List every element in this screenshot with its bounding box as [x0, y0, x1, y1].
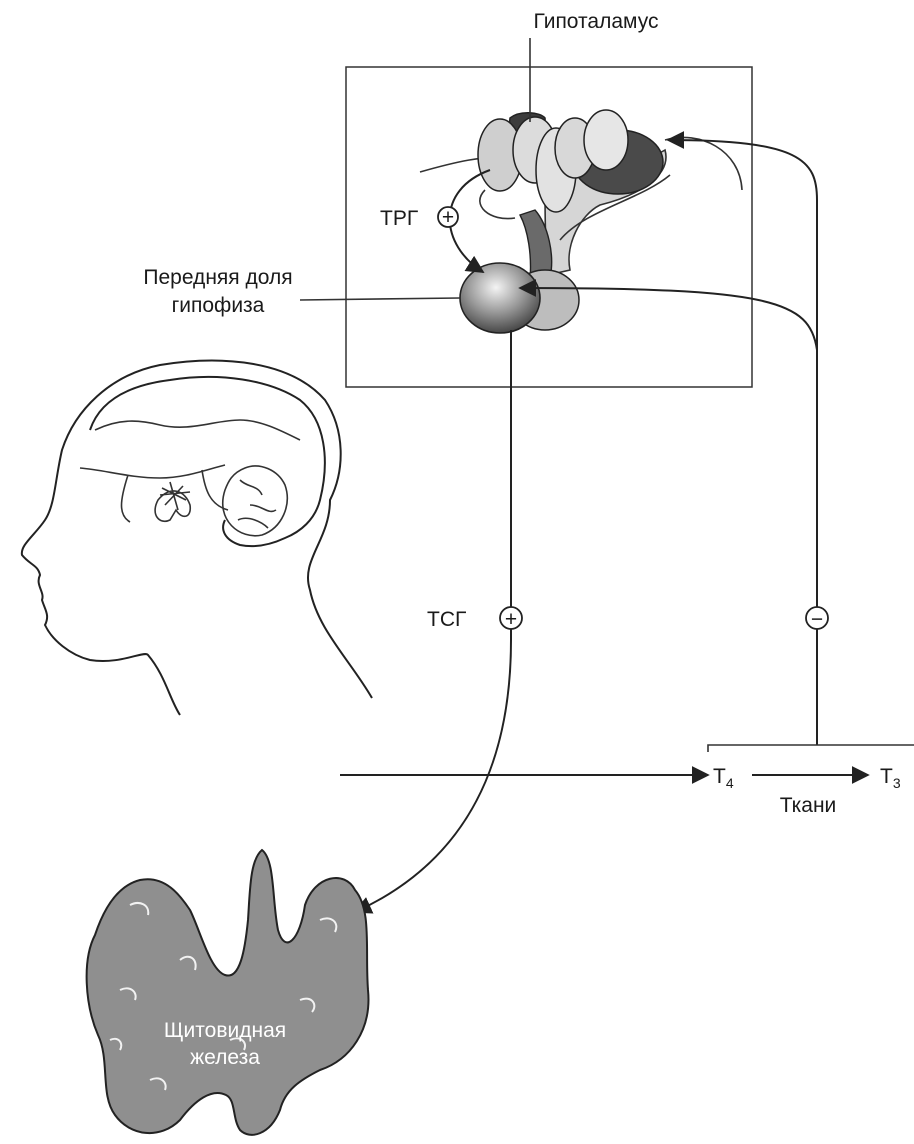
pituitary-label-line [300, 298, 460, 300]
head-silhouette [22, 361, 372, 715]
thyroid-label-line2: железа [190, 1046, 260, 1069]
svg-text:+: + [442, 206, 454, 229]
feedback-line-to-hypothalamus [668, 140, 817, 350]
thyroid-label-line1: Щитовидная [164, 1019, 286, 1042]
feedback-line-to-pituitary [520, 288, 817, 745]
trh-plus-sign: + [438, 206, 458, 229]
feedback-minus-sign: − [806, 607, 828, 631]
t3-label: T3 [880, 765, 901, 791]
hypothalamus-label: Гипоталамус [534, 10, 659, 33]
svg-text:−: − [811, 608, 823, 631]
trh-label: ТРГ [380, 207, 418, 230]
anterior-pituitary-label-line1: Передняя доля [143, 266, 292, 289]
tissues-bracket [708, 745, 914, 752]
tsh-plus-sign: + [500, 607, 522, 631]
thyroid-gland-illustration [87, 850, 369, 1135]
tissues-label: Ткани [780, 794, 837, 817]
t4-label: T4 [713, 765, 734, 791]
tsh-label: ТСГ [427, 608, 466, 631]
anterior-pituitary-label-line2: гипофиза [172, 294, 265, 317]
hypothalamus-illustration [420, 110, 742, 333]
svg-text:+: + [505, 608, 517, 631]
